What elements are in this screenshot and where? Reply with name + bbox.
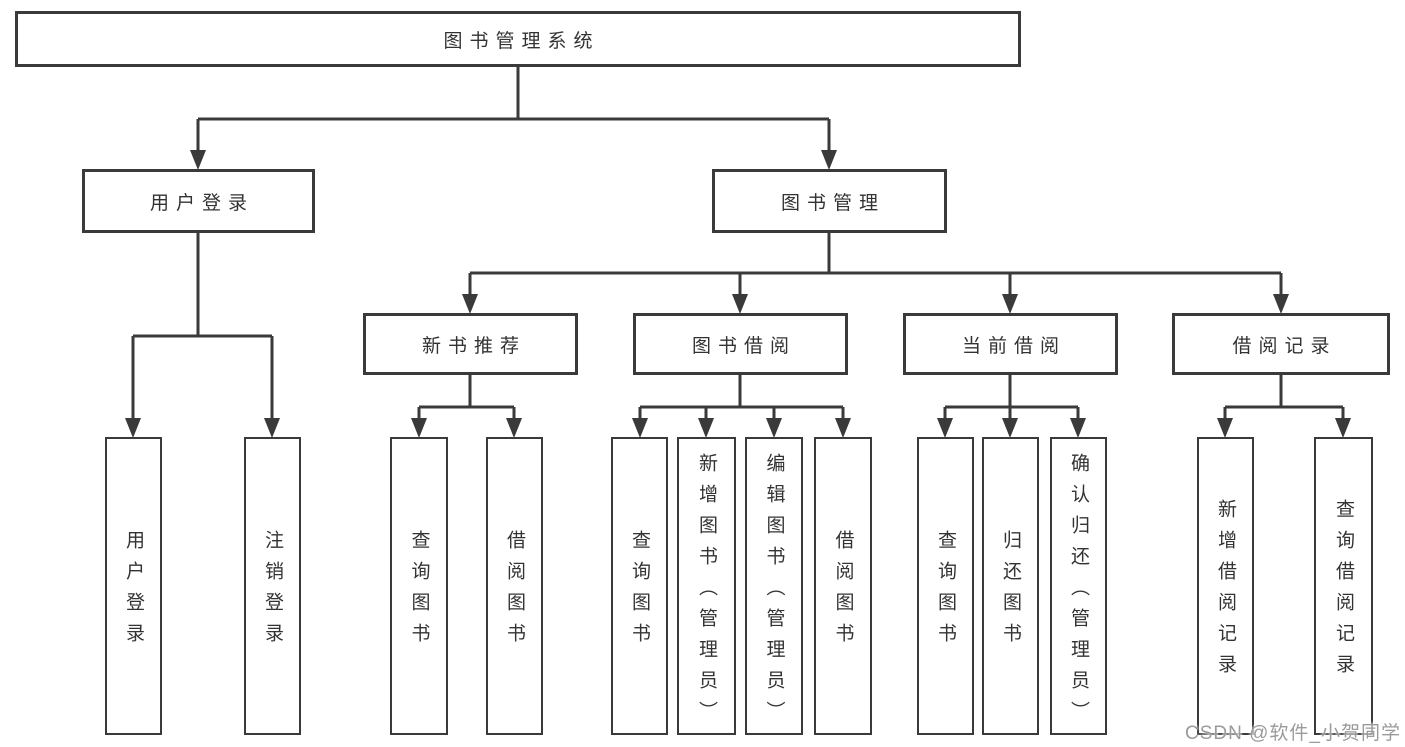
leaf-label: 查询图书 — [408, 530, 430, 654]
node-current-borrowing: 当前借阅 — [903, 313, 1118, 375]
leaf-edit-books-admin: 编辑图书（管理员） — [745, 437, 803, 735]
arrowhead-icon — [1273, 294, 1289, 314]
watermark: CSDN @软件_小贺同学 — [1185, 723, 1401, 744]
leaf-add-borrow-record: 新增借阅记录 — [1197, 437, 1254, 735]
connector-path — [131, 67, 1345, 421]
arrowhead-icon — [1335, 418, 1351, 438]
node-label: 图书管理 — [780, 192, 885, 214]
node-book-borrowing: 图书借阅 — [633, 313, 848, 375]
arrowhead-icon — [125, 418, 141, 438]
node-label: 图书借阅 — [691, 335, 796, 357]
leaf-borrow-books: 借阅图书 — [814, 437, 872, 735]
leaf-label: 注销登录 — [262, 530, 283, 654]
node-label: 用户登录 — [149, 192, 254, 214]
arrowhead-icon — [1070, 418, 1086, 438]
arrowhead-icon — [264, 418, 280, 438]
arrowhead-icon — [1002, 294, 1018, 314]
leaf-label: 查询图书 — [935, 530, 956, 654]
leaf-label: 用户登录 — [123, 530, 144, 654]
arrowhead-icon — [506, 418, 522, 438]
node-library-system: 图书管理系统 — [15, 11, 1021, 67]
leaf-query-books-borrow: 查询图书 — [611, 437, 668, 735]
leaf-return-books: 归还图书 — [982, 437, 1039, 735]
arrowhead-icon — [411, 418, 427, 438]
leaf-borrow-books-recommend: 借阅图书 — [486, 437, 543, 735]
leaf-query-books-current: 查询图书 — [917, 437, 974, 735]
arrowhead-icon — [732, 294, 748, 314]
arrowhead-icon — [632, 418, 648, 438]
leaf-user-login: 用户登录 — [105, 437, 162, 735]
leaf-label: 查询图书 — [629, 530, 650, 654]
leaf-add-books-admin: 新增图书（管理员） — [677, 437, 736, 735]
leaf-query-books-recommend: 查询图书 — [390, 437, 448, 735]
arrowhead-icon — [190, 150, 206, 170]
node-user-login: 用户登录 — [82, 169, 315, 233]
leaf-label: 归还图书 — [1000, 530, 1021, 654]
leaf-label: 新增图书（管理员） — [696, 452, 717, 732]
node-label: 当前借阅 — [961, 335, 1066, 357]
arrowhead-icon — [821, 150, 837, 170]
arrowhead-icon — [462, 294, 478, 314]
node-label: 图书管理系统 — [443, 30, 600, 52]
arrowhead-icon — [835, 418, 851, 438]
node-new-book-recommendation: 新书推荐 — [363, 313, 578, 375]
leaf-label: 编辑图书（管理员） — [763, 452, 785, 732]
leaf-confirm-return-admin: 确认归还（管理员） — [1050, 437, 1107, 735]
node-label: 新书推荐 — [421, 335, 526, 357]
arrowhead-icon — [766, 418, 782, 438]
leaf-label: 借阅图书 — [504, 530, 525, 654]
arrowhead-icon — [698, 418, 714, 438]
leaf-query-borrow-record: 查询借阅记录 — [1314, 437, 1373, 735]
leaf-label: 借阅图书 — [832, 530, 854, 654]
leaf-label: 新增借阅记录 — [1215, 499, 1236, 685]
node-book-management: 图书管理 — [712, 169, 947, 233]
node-borrowing-records: 借阅记录 — [1172, 313, 1390, 375]
node-label: 借阅记录 — [1232, 335, 1337, 357]
leaf-label: 确认归还（管理员） — [1068, 452, 1089, 732]
arrowhead-icon — [1217, 418, 1233, 438]
leaf-label: 查询借阅记录 — [1333, 499, 1354, 685]
leaf-logout: 注销登录 — [244, 437, 301, 735]
arrowhead-icon — [1002, 418, 1018, 438]
arrowhead-icon — [937, 418, 953, 438]
